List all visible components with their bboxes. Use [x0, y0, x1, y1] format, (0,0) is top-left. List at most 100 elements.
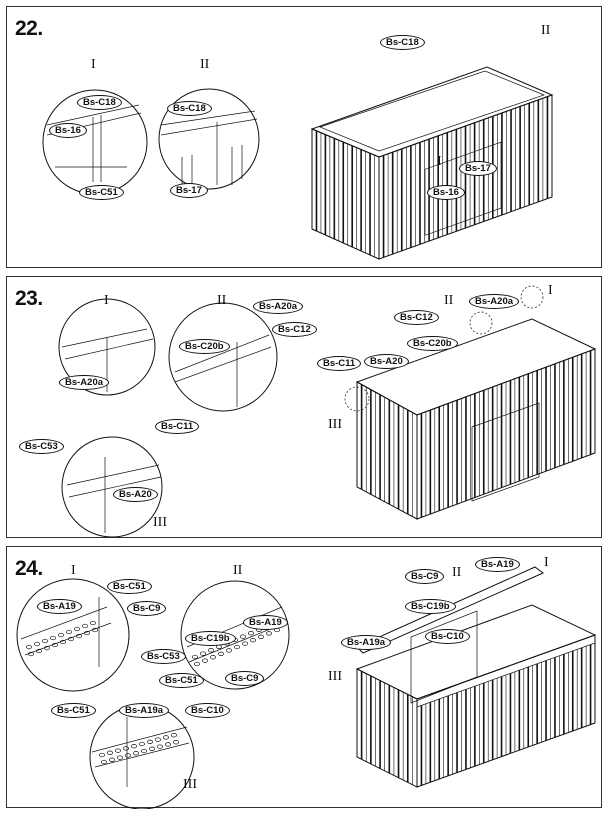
part-label: Bs-C9: [225, 671, 265, 686]
part-label: Bs-C18: [167, 101, 212, 116]
perforation-hole: [202, 658, 208, 663]
step-number: 24.: [15, 557, 43, 580]
perforation-hole: [250, 638, 256, 643]
perforation-hole: [115, 748, 121, 753]
detail-ii-rail: [160, 110, 258, 185]
part-label: Bs-17: [170, 183, 208, 198]
part-label: Bs-C11: [317, 356, 362, 371]
view-label-i: I: [71, 563, 76, 578]
part-label: Bs-A19a: [119, 703, 170, 718]
view-label-ii: II: [200, 57, 210, 72]
shed-view-label-iii: III: [328, 417, 342, 432]
part-label: Bs-C53: [141, 649, 186, 664]
perforation-hole: [141, 748, 147, 754]
shed-22-ribs: [315, 96, 549, 258]
perforation-hole: [258, 634, 264, 639]
perforation-hole: [90, 620, 96, 626]
part-label: Bs-A20: [364, 354, 409, 369]
perforation-hole: [117, 755, 123, 760]
perforation-hole: [42, 638, 48, 644]
perforation-hole: [194, 661, 200, 667]
part-label: Bs-C9: [405, 569, 445, 584]
part-label: Bs-C20b: [179, 339, 230, 354]
perforation-hole: [125, 753, 131, 758]
part-label: Bs-A20a: [59, 375, 110, 390]
perforation-hole: [26, 644, 32, 650]
part-label: Bs-C51: [159, 673, 204, 688]
shed-view-label-iii: III: [328, 669, 342, 684]
detail-circle-ii: [180, 580, 290, 690]
perforation-hole: [34, 641, 40, 647]
part-label: Bs-C53: [19, 439, 64, 454]
perforation-hole: [133, 751, 139, 756]
perforation-hole: [107, 750, 113, 755]
part-label: Bs-C19b: [185, 631, 236, 646]
perforation-hole: [266, 631, 272, 636]
view-label-ii: II: [233, 563, 243, 578]
shed-view-label-ii: II: [452, 565, 462, 580]
perforation-hole: [248, 631, 254, 636]
shed-view-label-ii: II: [444, 293, 454, 308]
perforation-hole: [218, 651, 224, 656]
part-label: Bs-C11: [155, 419, 200, 434]
step-23-panel: 23. I II III I II III Bs-A20a Bs-C12 Bs-…: [6, 276, 602, 538]
part-label: Bs-17: [459, 161, 497, 176]
detail-circle-iii: [89, 704, 195, 809]
perforation-hole: [74, 626, 80, 632]
perforation-hole: [66, 629, 72, 635]
step-23-drawing: [58, 285, 597, 538]
perforation-hole: [155, 737, 161, 742]
shed-23: [344, 285, 597, 520]
detail-circle-ii: [158, 88, 260, 190]
shed-24-ribs: [360, 644, 592, 786]
part-label: Bs-A19: [475, 557, 520, 572]
part-label: Bs-A19: [37, 599, 82, 614]
part-label: Bs-C12: [394, 310, 439, 325]
view-label-i: I: [91, 57, 96, 72]
part-label: Bs-C51: [107, 579, 152, 594]
perforation-hole: [208, 648, 214, 653]
view-label-ii: II: [217, 293, 227, 308]
perforation-hole: [200, 651, 206, 656]
perforation-hole: [139, 741, 145, 747]
step-22-panel: 22. I II I II Bs-C18 Bs-16 Bs-C51 Bs-C18…: [6, 6, 602, 268]
perforation-hole: [123, 746, 129, 751]
part-label: Bs-16: [49, 123, 87, 138]
part-label: Bs-C10: [185, 703, 230, 718]
perforation-hole: [50, 635, 56, 641]
shed-view-label-i: I: [544, 555, 549, 570]
perforation-hole: [82, 623, 88, 629]
detail-circle-i: [58, 298, 156, 396]
part-label: Bs-C12: [272, 322, 317, 337]
view-label-iii: III: [183, 777, 197, 792]
perforation-hole: [240, 634, 246, 639]
shed-24: [355, 566, 597, 788]
perforation-hole: [99, 752, 105, 758]
part-label: Bs-A20a: [469, 294, 520, 309]
perforation-hole: [226, 648, 232, 653]
part-label: Bs-C9: [127, 601, 167, 616]
part-label: Bs-16: [427, 185, 465, 200]
detail-circle-iii: [61, 436, 163, 538]
perforation-hole: [109, 757, 115, 762]
part-label: Bs-C19b: [405, 599, 456, 614]
perforation-hole: [192, 654, 198, 660]
perforation-hole: [101, 759, 107, 765]
part-label: Bs-C18: [380, 35, 425, 50]
perforation-hole: [149, 746, 155, 751]
shed-view-label-i: I: [548, 283, 553, 298]
part-label: Bs-A20: [113, 487, 158, 502]
part-label: Bs-C20b: [407, 336, 458, 351]
perforation-hole: [165, 742, 171, 747]
detail-circle-ii: [168, 302, 278, 412]
view-label-i: I: [104, 293, 109, 308]
part-label: Bs-C51: [51, 703, 96, 718]
detail-circle-i: [16, 578, 130, 692]
shed-view-label-i: I: [437, 154, 442, 169]
part-label: Bs-A19a: [341, 635, 392, 650]
perforation-hole: [171, 733, 177, 738]
shed-view-label-ii: II: [541, 23, 551, 38]
part-label: Bs-A19: [243, 615, 288, 630]
perforation-hole: [131, 744, 137, 749]
shed-23-ribs: [360, 350, 592, 518]
